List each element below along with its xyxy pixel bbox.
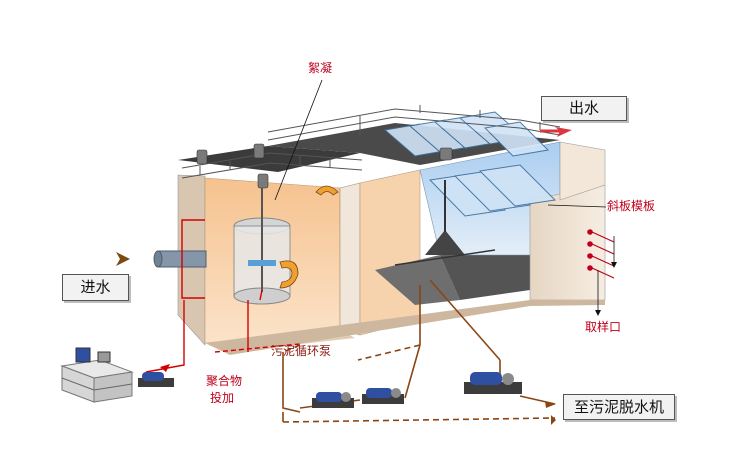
inlet-pipe bbox=[153, 250, 207, 268]
railings bbox=[181, 105, 561, 179]
leader-lines bbox=[274, 79, 607, 208]
scraper-mechanism bbox=[394, 180, 496, 266]
sludge-hopper bbox=[375, 255, 460, 305]
inflow-arrow bbox=[116, 252, 130, 266]
recirculation-pumps bbox=[312, 372, 522, 408]
flocculation-label: 絮凝 bbox=[308, 61, 333, 75]
sampling-ports bbox=[587, 229, 617, 316]
flow-arrows bbox=[116, 127, 572, 425]
outflow-label: 出水 bbox=[541, 96, 627, 121]
flow-swirl-arrows bbox=[279, 185, 339, 289]
inclined-plate-label: 斜板模板 bbox=[607, 199, 656, 213]
to-dewatering-label: 至污泥脱水机 bbox=[563, 394, 675, 420]
polymer-unit bbox=[60, 347, 174, 403]
dosing-lines bbox=[145, 219, 301, 373]
inflow-label: 进水 bbox=[62, 274, 129, 301]
dosing-label: 投加 bbox=[210, 391, 235, 405]
agitator-motors bbox=[196, 143, 453, 189]
recirculation-pump-label: 污泥循环泵 bbox=[271, 344, 332, 358]
sampling-port-label: 取样口 bbox=[585, 320, 622, 334]
inclined-plates bbox=[383, 111, 557, 217]
deck-left bbox=[178, 146, 360, 172]
polymer-label: 聚合物 bbox=[206, 374, 243, 388]
